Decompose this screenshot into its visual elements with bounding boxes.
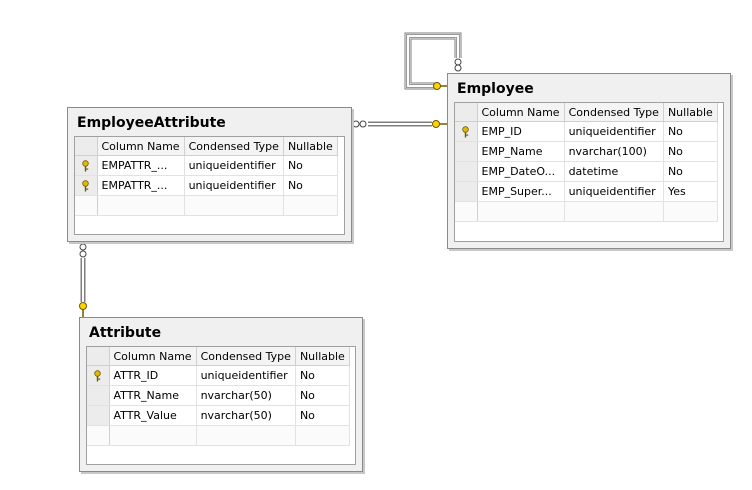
table-title: EmployeeAttribute <box>77 115 226 131</box>
cell-nullable[interactable]: Yes <box>663 181 718 202</box>
empty-cell[interactable] <box>564 201 664 222</box>
cell-nullable[interactable]: No <box>663 161 718 182</box>
table-row[interactable]: ATTR_Name nvarchar(50) No <box>87 385 350 406</box>
cell-column-name[interactable]: ATTR_Value <box>109 405 197 426</box>
row-selector[interactable] <box>455 181 478 202</box>
table-row[interactable]: ATTR_Value nvarchar(50) No <box>87 405 350 426</box>
row-selector[interactable] <box>455 121 478 142</box>
table-attribute[interactable]: Attribute Column Name Condensed Type Nul… <box>79 317 363 472</box>
header-row: Column Name Condensed Type Nullable <box>455 103 718 122</box>
row-selector[interactable] <box>75 155 98 176</box>
cell-condensed-type[interactable]: uniqueidentifier <box>564 121 664 142</box>
empty-cell[interactable] <box>97 195 185 216</box>
table-row[interactable]: EMP_Super... uniqueidentifier Yes <box>455 181 718 202</box>
row-selector[interactable] <box>455 201 478 222</box>
table-row[interactable]: EMP_DateO... datetime No <box>455 161 718 182</box>
column-header-nullable[interactable]: Nullable <box>295 347 350 366</box>
row-selector-header <box>455 103 478 122</box>
column-grid: Column Name Condensed Type Nullable EMPA… <box>74 136 345 235</box>
column-header-nullable[interactable]: Nullable <box>283 137 338 156</box>
primary-key-icon <box>82 180 89 192</box>
cell-column-name[interactable]: EMP_Super... <box>477 181 565 202</box>
table-title: Attribute <box>89 325 162 341</box>
row-selector[interactable] <box>87 365 110 386</box>
column-table: Column Name Condensed Type Nullable EMPA… <box>75 137 338 216</box>
column-grid: Column Name Condensed Type Nullable ATTR… <box>86 346 356 465</box>
cell-column-name[interactable]: ATTR_ID <box>109 365 197 386</box>
cell-condensed-type[interactable]: uniqueidentifier <box>564 181 664 202</box>
table-row[interactable]: EMPATTR_... uniqueidentifier No <box>75 155 338 176</box>
many-end-icon <box>352 120 367 128</box>
cell-column-name[interactable]: EMPATTR_... <box>97 175 185 196</box>
column-table: Column Name Condensed Type Nullable ATTR… <box>87 347 350 446</box>
cell-condensed-type[interactable]: uniqueidentifier <box>184 175 284 196</box>
cell-nullable[interactable]: No <box>283 175 338 196</box>
primary-key-icon <box>94 370 101 382</box>
table-row[interactable]: ATTR_ID uniqueidentifier No <box>87 365 350 386</box>
row-selector[interactable] <box>87 385 110 406</box>
empty-cell[interactable] <box>184 195 284 216</box>
row-selector[interactable] <box>455 161 478 182</box>
cell-nullable[interactable]: No <box>295 405 350 426</box>
row-selector[interactable] <box>87 425 110 446</box>
cell-condensed-type[interactable]: uniqueidentifier <box>196 365 296 386</box>
key-end-icon <box>433 82 447 90</box>
table-employee[interactable]: Employee Column Name Condensed Type Null… <box>447 73 731 249</box>
cell-nullable[interactable]: No <box>283 155 338 176</box>
primary-key-icon <box>462 126 469 138</box>
cell-column-name[interactable]: EMP_ID <box>477 121 565 142</box>
header-row: Column Name Condensed Type Nullable <box>87 347 350 366</box>
empty-cell[interactable] <box>196 425 296 446</box>
row-selector-header <box>75 137 98 156</box>
key-end-icon <box>432 120 447 128</box>
row-selector[interactable] <box>75 175 98 196</box>
column-grid: Column Name Condensed Type Nullable EMP_… <box>454 102 724 242</box>
key-end-icon <box>79 302 87 317</box>
cell-condensed-type[interactable]: datetime <box>564 161 664 182</box>
cell-nullable[interactable]: No <box>663 121 718 142</box>
column-header-type[interactable]: Condensed Type <box>184 137 284 156</box>
column-header-nullable[interactable]: Nullable <box>663 103 718 122</box>
cell-condensed-type[interactable]: nvarchar(50) <box>196 405 296 426</box>
many-end-icon <box>79 243 87 258</box>
table-title: Employee <box>457 81 534 97</box>
column-header-name[interactable]: Column Name <box>97 137 185 156</box>
cell-column-name[interactable]: EMP_DateO... <box>477 161 565 182</box>
new-row[interactable] <box>455 201 718 222</box>
column-header-type[interactable]: Condensed Type <box>564 103 664 122</box>
column-header-type[interactable]: Condensed Type <box>196 347 296 366</box>
table-row[interactable]: EMPATTR_... uniqueidentifier No <box>75 175 338 196</box>
new-row[interactable] <box>87 425 350 446</box>
row-selector-header <box>87 347 110 366</box>
empty-cell[interactable] <box>663 201 718 222</box>
primary-key-icon <box>82 160 89 172</box>
column-header-name[interactable]: Column Name <box>477 103 565 122</box>
many-end-icon <box>454 58 462 72</box>
empty-cell[interactable] <box>109 425 197 446</box>
cell-nullable[interactable]: No <box>295 365 350 386</box>
table-row[interactable]: EMP_ID uniqueidentifier No <box>455 121 718 142</box>
cell-column-name[interactable]: EMP_Name <box>477 141 565 162</box>
row-selector[interactable] <box>455 141 478 162</box>
header-row: Column Name Condensed Type Nullable <box>75 137 338 156</box>
cell-column-name[interactable]: ATTR_Name <box>109 385 197 406</box>
cell-condensed-type[interactable]: nvarchar(100) <box>564 141 664 162</box>
cell-nullable[interactable]: No <box>295 385 350 406</box>
empty-cell[interactable] <box>477 201 565 222</box>
table-row[interactable]: EMP_Name nvarchar(100) No <box>455 141 718 162</box>
cell-nullable[interactable]: No <box>663 141 718 162</box>
column-header-name[interactable]: Column Name <box>109 347 197 366</box>
table-employeeattribute[interactable]: EmployeeAttribute Column Name Condensed … <box>67 107 352 242</box>
row-selector[interactable] <box>87 405 110 426</box>
cell-condensed-type[interactable]: uniqueidentifier <box>184 155 284 176</box>
empty-cell[interactable] <box>283 195 338 216</box>
cell-condensed-type[interactable]: nvarchar(50) <box>196 385 296 406</box>
column-table: Column Name Condensed Type Nullable EMP_… <box>455 103 718 222</box>
empty-cell[interactable] <box>295 425 350 446</box>
cell-column-name[interactable]: EMPATTR_... <box>97 155 185 176</box>
new-row[interactable] <box>75 195 338 216</box>
row-selector[interactable] <box>75 195 98 216</box>
